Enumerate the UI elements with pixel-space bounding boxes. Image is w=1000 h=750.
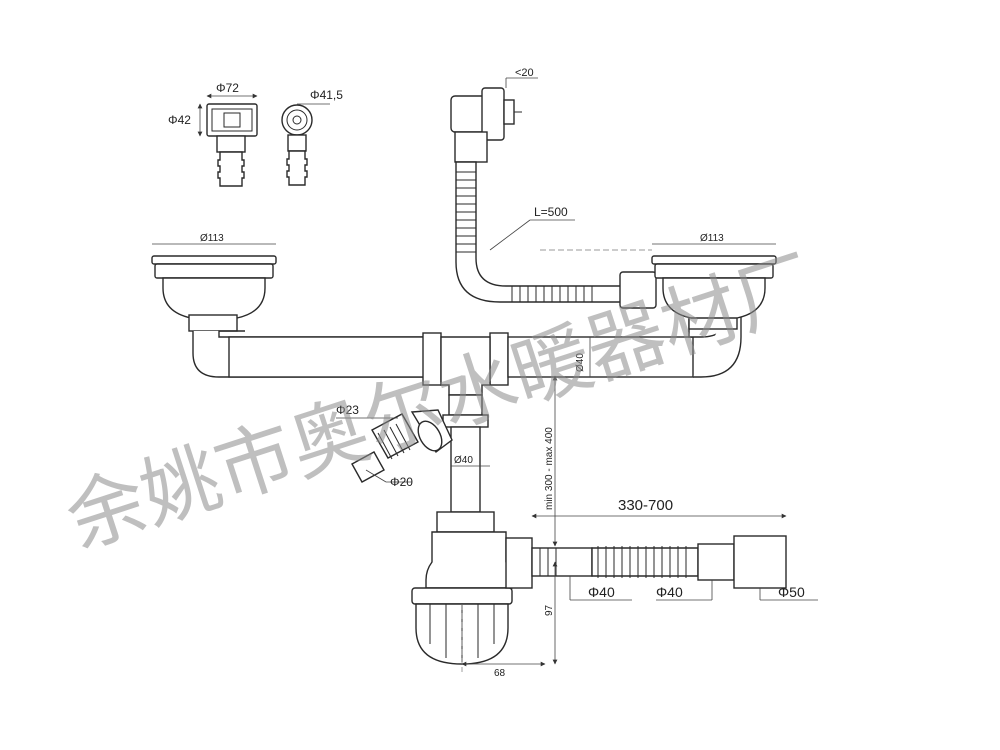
trap-height-label: 97	[544, 604, 555, 616]
overflow-hose	[450, 87, 657, 309]
left-strainer-label: Ø113	[200, 233, 224, 244]
hose-tail-label: Φ20	[390, 475, 413, 489]
bottle-trap	[411, 531, 533, 665]
overflow-gap-label: <20	[515, 67, 534, 79]
outlet-in-label: Φ40	[588, 584, 615, 600]
round-overflow-part	[281, 104, 313, 186]
tee-dia-label: Ø40	[454, 455, 473, 466]
left-strainer	[151, 255, 277, 332]
box-height-label: Φ42	[168, 113, 191, 127]
side-inlet	[351, 409, 453, 483]
round-outlet-label: Φ41,5	[310, 88, 343, 102]
hose-length-label: L=500	[534, 205, 568, 219]
outlet-end-label: Φ50	[778, 584, 805, 600]
outlet-hose	[531, 535, 787, 589]
height-range-label: min 300 - max 400	[544, 427, 555, 510]
outlet-mid-label: Φ40	[656, 584, 683, 600]
trap-offset-label: 68	[494, 668, 506, 679]
right-strainer	[651, 255, 777, 319]
rectangular-overflow-part	[197, 93, 258, 187]
central-tee	[436, 336, 495, 533]
box-width-label: Φ72	[216, 81, 239, 95]
outlet-length-label: 330-700	[618, 497, 673, 514]
side-inlet-label: Φ23	[336, 403, 359, 417]
connecting-pipe	[192, 312, 742, 386]
pipe-dia-label: Ø40	[575, 353, 586, 372]
right-strainer-label: Ø113	[700, 233, 724, 244]
